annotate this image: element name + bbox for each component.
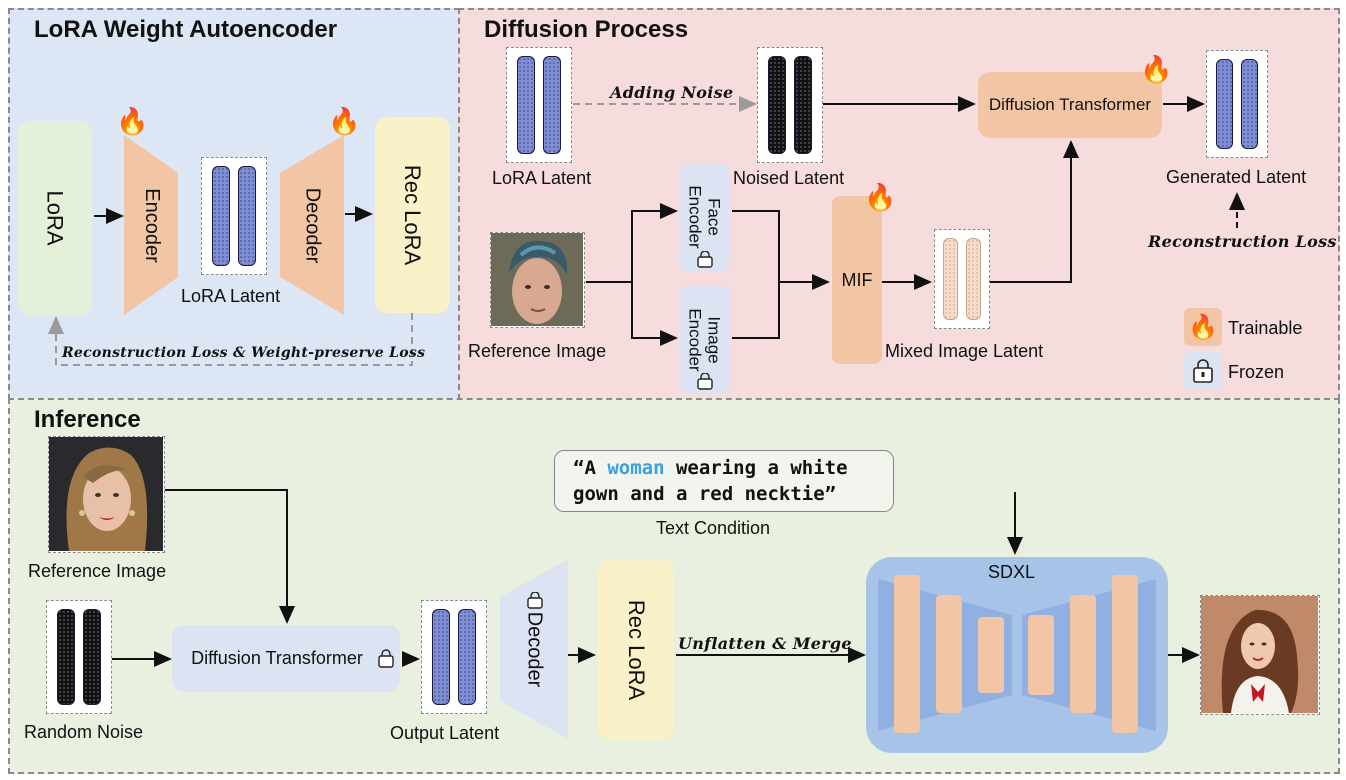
fire-icon: 🔥 [864,182,897,212]
inference-decoder-trapezoid [500,559,568,739]
face-encoder-label: Face Encoder [686,185,724,249]
autoencoder-title: LoRA Weight Autoencoder [34,16,338,43]
random-noise-label: Random Noise [24,722,144,742]
lora-latent [506,47,572,163]
rec-lora-block: Rec LoRA [375,117,450,313]
fire-icon: 🔥 [328,106,361,136]
inference-rec-lora-label: Rec LoRA [624,599,649,701]
inference-decoder-label: Decoder [523,611,546,687]
mixed-latent-label: Mixed Image Latent [885,341,1044,361]
autoencoder-loss-label: Reconstruction Loss & Weight-preserve Lo… [62,345,426,361]
reference-image-photo [490,232,585,328]
inference-title: Inference [34,406,141,433]
rec-lora-label: Rec LoRA [400,164,426,266]
reconstruction-loss-label: Reconstruction Loss [1148,232,1337,251]
face-encoder-block: Face Encoder [680,163,730,271]
encoder-trapezoid [124,135,178,315]
decoder-label: Decoder [301,187,324,263]
unflatten-merge-label: Unflatten & Merge [678,634,852,653]
decoder-trapezoid [280,135,344,315]
image-encoder-label: Image Encoder [686,308,724,372]
diffusion-title: Diffusion Process [484,16,689,43]
mif-label: MIF [841,269,873,290]
autoencoder-latent-label: LoRA Latent [181,286,281,306]
legend-frozen-swatch [1184,352,1222,390]
diffusion-transformer-block: Diffusion Transformer [978,72,1162,138]
output-latent [421,600,487,714]
noised-latent-label: Noised Latent [733,168,845,188]
output-latent-label: Output Latent [390,723,500,743]
random-noise-latent [46,600,112,714]
mixed-image-latent [934,229,990,329]
lock-icon [377,649,395,674]
generated-latent-label: Generated Latent [1166,167,1307,187]
lock-icon [696,250,714,274]
prompt-highlight: woman [607,457,665,479]
lock-icon [696,372,714,396]
autoencoder-latent [201,157,267,275]
legend-frozen-label: Frozen [1228,362,1285,382]
fire-icon: 🔥 [116,106,149,136]
generated-image-icon [1201,596,1318,713]
noised-latent [757,47,823,163]
inference-reference-label: Reference Image [28,561,167,581]
sdxl-unet-shape [878,575,1156,733]
inference-reference-photo [48,436,165,553]
face-photo-icon [491,233,583,326]
text-condition-box: “A woman wearing a white gown and a red … [554,450,894,512]
inference-diffusion-transformer-block: Diffusion Transformer [172,625,400,692]
prompt-line-1: “A woman wearing a white [573,457,848,479]
inference-rec-lora-block: Rec LoRA [598,560,674,740]
inference-diffusion-transformer-label: Diffusion Transformer [191,648,363,668]
fire-icon: 🔥 [1188,313,1218,341]
lora-label: LoRA [42,190,68,246]
diffusion-transformer-label: Diffusion Transformer [988,95,1152,114]
adding-noise-label: Adding Noise [610,83,734,102]
encoder-label: Encoder [140,187,163,263]
prompt-line-2: gown and a red necktie” [573,483,837,505]
generated-latent [1206,50,1268,158]
lora-block: LoRA [18,121,92,315]
mif-block: MIF [832,196,882,364]
output-image-photo [1200,595,1320,715]
legend-trainable-label: Trainable [1228,318,1303,338]
image-encoder-block: Image Encoder [680,286,730,394]
reference-image-label: Reference Image [468,341,607,361]
text-condition-label: Text Condition [656,518,771,538]
lora-latent-label: LoRA Latent [492,168,592,188]
lock-icon [1193,359,1213,383]
sdxl-label: SDXL [988,562,1036,582]
fire-icon: 🔥 [1140,54,1173,84]
legend-trainable-swatch: 🔥 [1184,308,1222,346]
face-photo-icon [49,437,163,551]
lock-icon [526,591,544,615]
